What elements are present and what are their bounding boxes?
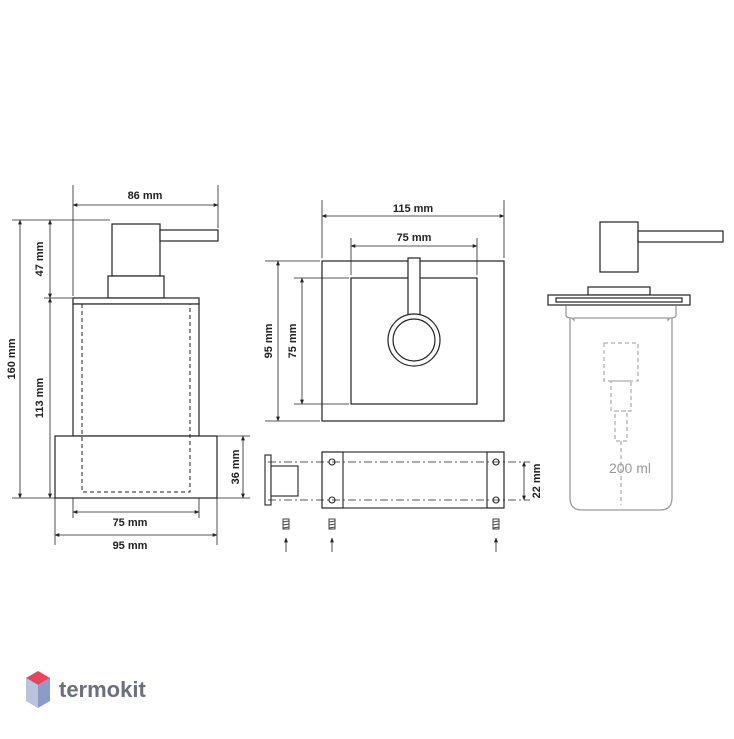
pump-collar (107, 275, 165, 299)
inner-tube-2 (610, 380, 632, 412)
bottle-holder (54, 435, 218, 499)
bottle-collar (587, 286, 651, 296)
mounting-view (264, 451, 505, 509)
dim-86mm: 86 mm (128, 190, 163, 202)
pump-circle-inner (392, 318, 436, 362)
glass-body (569, 318, 673, 511)
mounting-centerlines (268, 461, 530, 501)
dim-75mm-top-vertical: 75 mm (287, 323, 299, 358)
wall-screws (282, 518, 500, 530)
bottle-pump-head (599, 221, 639, 273)
side-view-dimensions (12, 185, 250, 545)
dim-47mm: 47 mm (34, 241, 46, 276)
dim-160mm: 160 mm (6, 338, 18, 379)
dim-75mm-top: 75 mm (397, 232, 432, 244)
screw-block-right (486, 451, 505, 509)
bottle-nozzle (637, 230, 724, 243)
bottle-body (72, 303, 200, 437)
back-plate (321, 451, 505, 509)
inner-tube-3 (614, 410, 628, 442)
inner-tube-1 (603, 342, 639, 382)
hidden-glass-outline (81, 303, 191, 493)
glass-bottle (565, 306, 677, 511)
screw-icon (328, 518, 336, 530)
dim-115mm: 115 mm (393, 203, 434, 215)
top-view-dimensions (265, 200, 505, 422)
bottle-cap (547, 294, 691, 306)
nozzle-top (407, 257, 421, 321)
screw-block-left (321, 451, 344, 509)
pump-circle (387, 313, 441, 367)
side-view (54, 223, 219, 499)
bottle-cap-inner (555, 297, 683, 303)
brand-name: termokit (59, 677, 146, 702)
screw-icon (282, 518, 290, 530)
capacity-label: 200 ml (609, 460, 651, 476)
dim-113mm: 113 mm (34, 378, 46, 419)
pump-nozzle (159, 229, 219, 242)
dim-36mm: 36 mm (230, 449, 242, 484)
dim-95mm-side: 95 mm (113, 540, 148, 552)
dim-75mm-side: 75 mm (113, 517, 148, 529)
pump-head (111, 223, 161, 277)
bracket-side (264, 454, 272, 506)
bracket-arm (270, 465, 299, 497)
dim-95mm-top: 95 mm (263, 323, 275, 358)
top-view (321, 257, 505, 422)
top-plate (72, 297, 200, 305)
bottle-view (547, 221, 724, 306)
screw-icon (492, 518, 500, 530)
termokit-logo-icon (26, 671, 50, 708)
mounting-dimensions (284, 461, 526, 552)
dim-22mm: 22 mm (531, 463, 543, 498)
